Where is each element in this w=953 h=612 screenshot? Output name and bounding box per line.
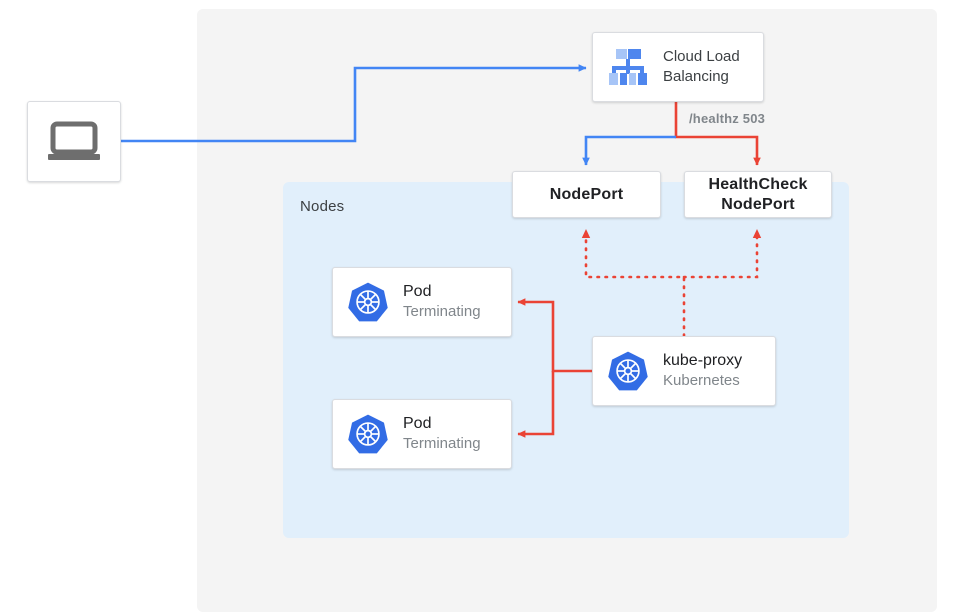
kube-proxy-title: kube-proxy bbox=[663, 352, 743, 369]
pod-title: Pod bbox=[403, 283, 432, 300]
cloud-load-balancing-card: Cloud Load Balancing bbox=[592, 32, 764, 102]
laptop-icon bbox=[46, 121, 102, 163]
kube-proxy-subtitle: Kubernetes bbox=[663, 372, 740, 389]
pod-status: Terminating bbox=[403, 435, 481, 452]
healthz-edge-label: /healthz 503 bbox=[689, 111, 766, 126]
kube-proxy-card: kube-proxy Kubernetes bbox=[592, 336, 776, 406]
kubernetes-icon bbox=[607, 350, 649, 392]
hc-label-line2: NodePort bbox=[721, 195, 795, 213]
nodeport-card: NodePort bbox=[512, 171, 661, 218]
healthcheck-nodeport-card: HealthCheck NodePort bbox=[684, 171, 832, 218]
pod-text: Pod Terminating bbox=[403, 282, 481, 322]
clb-label-line2: Balancing bbox=[663, 68, 729, 85]
kube-proxy-text: kube-proxy Kubernetes bbox=[663, 351, 742, 391]
client-card bbox=[27, 101, 121, 182]
clb-label-line1: Cloud Load bbox=[663, 48, 740, 65]
nodeport-label: NodePort bbox=[549, 185, 624, 203]
kubernetes-icon bbox=[347, 281, 389, 323]
pod-card: Pod Terminating bbox=[332, 267, 512, 337]
nodes-region-label: Nodes bbox=[300, 198, 345, 215]
cloud-load-balancing-icon bbox=[605, 46, 651, 88]
cloud-load-balancing-label: Cloud Load Balancing bbox=[663, 47, 740, 87]
healthcheck-nodeport-label: HealthCheck NodePort bbox=[708, 175, 807, 215]
pod-status: Terminating bbox=[403, 303, 481, 320]
pod-card: Pod Terminating bbox=[332, 399, 512, 469]
pod-text: Pod Terminating bbox=[403, 414, 481, 454]
kubernetes-icon bbox=[347, 413, 389, 455]
pod-title: Pod bbox=[403, 415, 432, 432]
hc-label-line1: HealthCheck bbox=[708, 175, 808, 193]
